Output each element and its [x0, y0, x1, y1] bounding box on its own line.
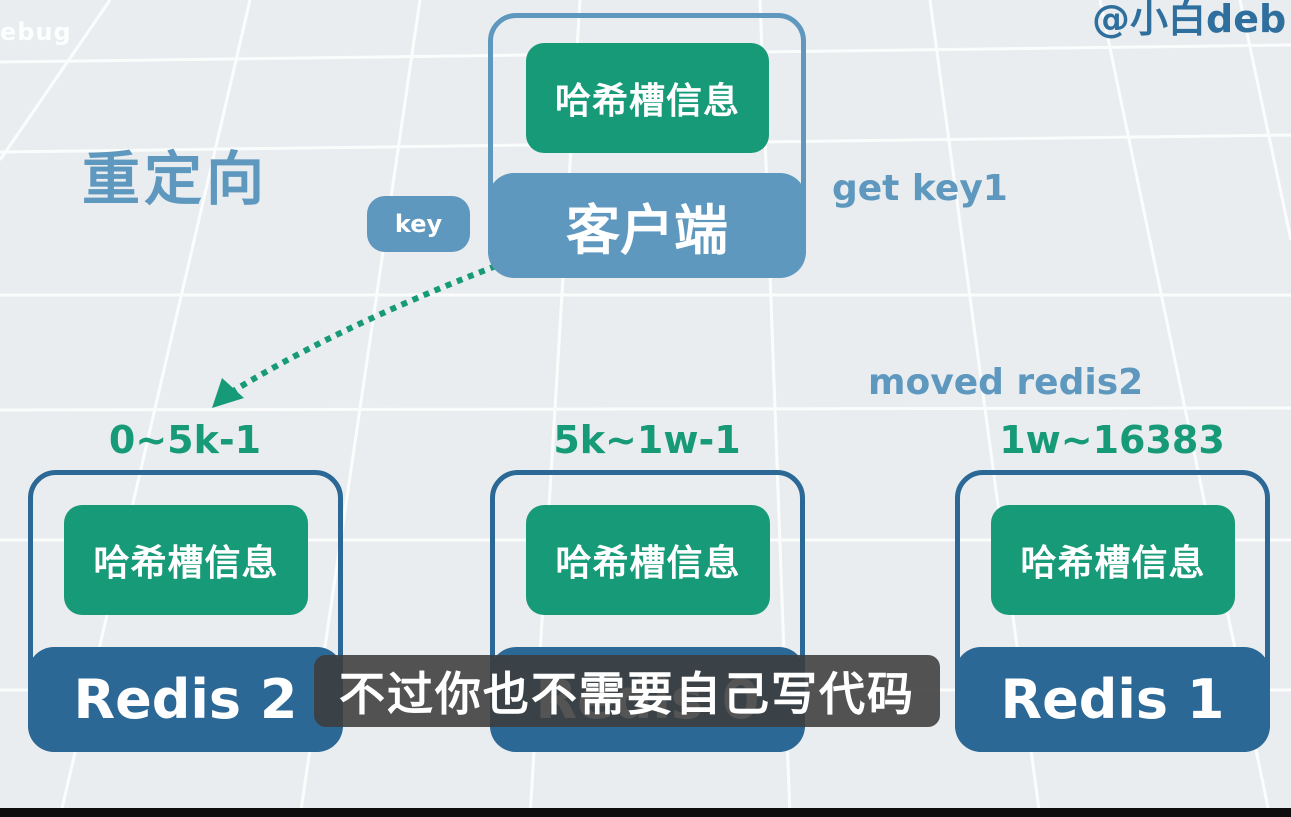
watermark-right: @小白deb — [1092, 0, 1287, 41]
redirect-arrow — [220, 263, 498, 401]
diagram-title: 重定向 — [82, 145, 269, 213]
node-label: Redis 2 — [28, 647, 343, 752]
bottom-bar — [0, 808, 1291, 817]
command-label: get key1 — [832, 168, 1008, 209]
node-range: 1w~16383 — [999, 418, 1225, 462]
node-slot-info: 哈希槽信息 — [64, 505, 308, 615]
redis-node: 哈希槽信息 Redis 1 — [955, 470, 1270, 752]
node-range: 0~5k-1 — [108, 418, 262, 462]
redirect-arrowhead — [212, 378, 244, 408]
response-label: moved redis2 — [868, 362, 1144, 403]
client-node: 哈希槽信息 客户端 — [488, 13, 806, 278]
watermark-left: ebug — [0, 18, 72, 46]
client-label: 客户端 — [488, 173, 806, 278]
redis-node: 哈希槽信息 Redis 2 — [28, 470, 343, 752]
node-range: 5k~1w-1 — [553, 418, 741, 462]
key-pill: key — [367, 196, 470, 252]
video-subtitle: 不过你也不需要自己写代码 — [314, 655, 940, 727]
node-slot-info: 哈希槽信息 — [991, 505, 1235, 615]
node-label: Redis 1 — [955, 647, 1270, 752]
client-slot-info: 哈希槽信息 — [526, 43, 769, 153]
node-slot-info: 哈希槽信息 — [526, 505, 770, 615]
